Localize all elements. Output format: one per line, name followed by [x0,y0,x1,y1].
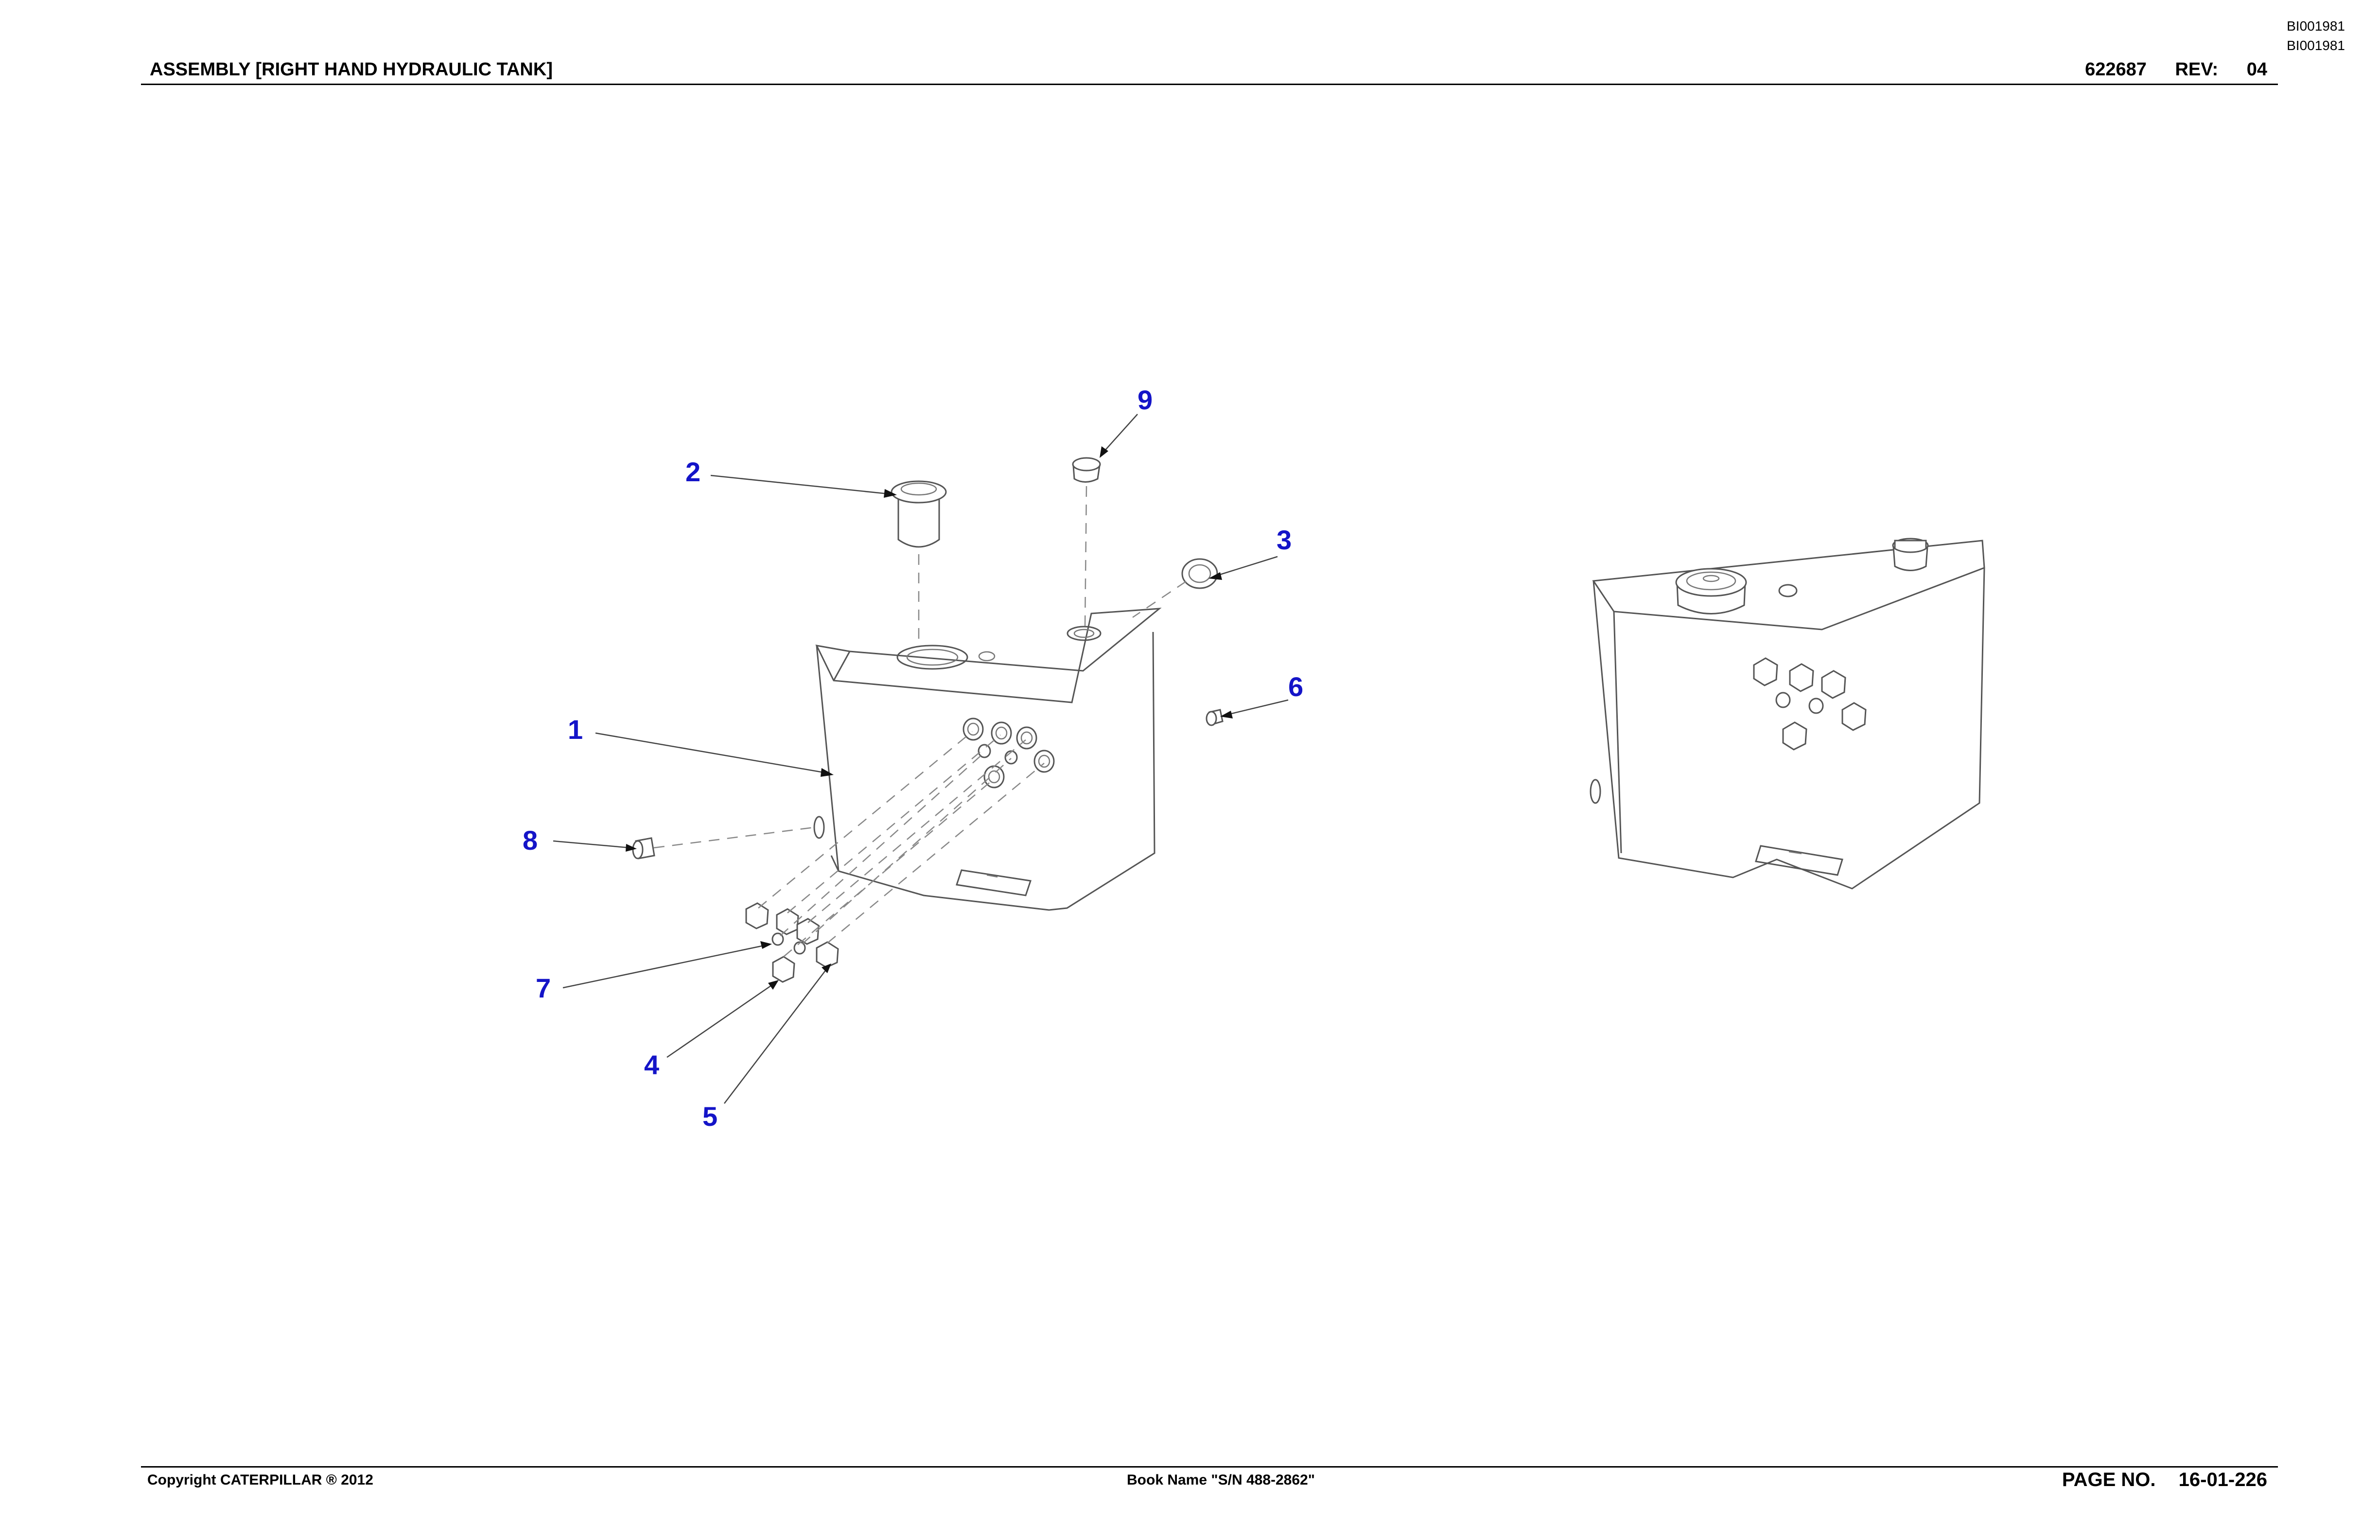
part-strainer-filler [891,480,947,548]
callout-6: 6 [1288,671,1303,702]
page-number: PAGE NO. 16-01-226 [2062,1469,2267,1491]
page-label: PAGE NO. [2062,1469,2156,1490]
rev-value: 04 [2246,59,2267,80]
part-number: 622687 [2085,59,2147,80]
callout-8: 8 [523,825,538,856]
callout-9: 9 [1138,385,1153,415]
page-value: 16-01-226 [2178,1469,2267,1490]
callout-7: 7 [536,973,551,1003]
callout-5: 5 [702,1101,718,1132]
part-elbow-fitting [1206,709,1224,726]
book-name: Book Name "S/N 488-2862" [1127,1472,1315,1488]
leader-lines [553,414,1289,1104]
callout-1: 1 [568,714,583,745]
doc-id-primary: BI001981 [2287,18,2345,34]
assembled-tank [1590,538,1985,890]
part-plug-side [632,837,655,859]
page-title: ASSEMBLY [RIGHT HAND HYDRAULIC TANK] [150,59,553,80]
doc-id-secondary: BI001981 [2287,38,2345,53]
callout-2: 2 [685,456,700,487]
callout-4: 4 [644,1050,659,1080]
part-breather-cap [1072,457,1101,483]
copyright: Copyright CATERPILLAR ® 2012 [147,1472,373,1488]
assembly-centerlines [653,486,1187,957]
exploded-tank [813,608,1162,911]
callout-labels: 1 2 3 4 5 6 7 8 9 [523,385,1303,1132]
part-sight-gauge [1181,558,1218,589]
part-plug-group [745,902,839,983]
header-rule [141,84,2278,85]
part-revision: 622687 REV: 04 [2085,59,2267,80]
footer-rule [141,1466,2278,1468]
rev-label: REV: [2175,59,2219,80]
callout-3: 3 [1277,525,1292,555]
